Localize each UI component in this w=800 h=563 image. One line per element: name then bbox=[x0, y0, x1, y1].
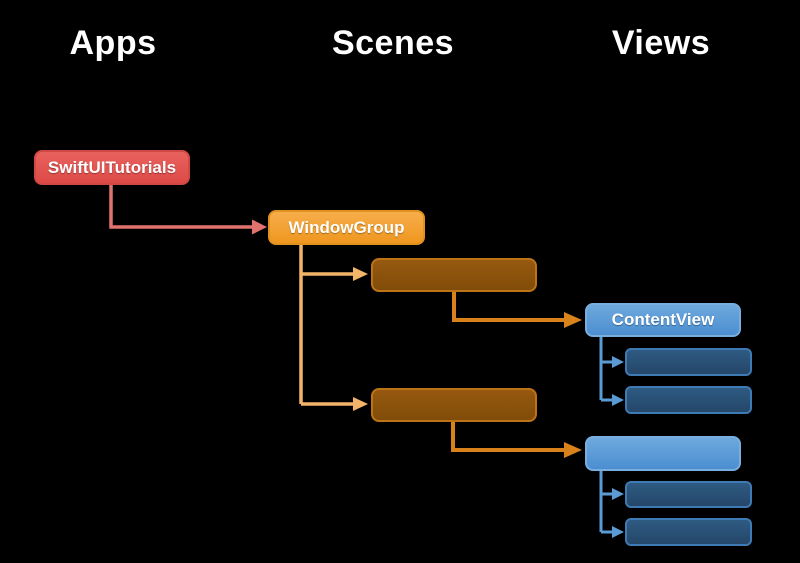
column-heading-views: Views bbox=[611, 24, 711, 62]
arrowhead-icon bbox=[612, 526, 624, 538]
connector-scene2-to-viewroot2 bbox=[451, 422, 582, 458]
node-view-child-1a bbox=[625, 348, 752, 376]
arrowhead-icon bbox=[612, 394, 624, 406]
connector-contentview-to-children bbox=[599, 337, 624, 406]
connector-scene1-to-contentview bbox=[452, 292, 582, 328]
arrowhead-icon bbox=[252, 219, 267, 235]
node-view-child-1b bbox=[625, 386, 752, 414]
connector-windowgroup-to-scene-items bbox=[299, 245, 368, 411]
node-windowgroup: WindowGroup bbox=[268, 210, 425, 245]
column-heading-scenes: Scenes bbox=[331, 24, 455, 62]
node-view-root-2 bbox=[585, 436, 741, 471]
arrowhead-icon bbox=[612, 356, 624, 368]
node-view-child-2a bbox=[625, 481, 752, 508]
node-scene-item-2 bbox=[371, 388, 537, 422]
node-scene-item-1 bbox=[371, 258, 537, 292]
node-contentview: ContentView bbox=[585, 303, 741, 337]
arrowhead-icon bbox=[564, 442, 582, 458]
arrowhead-icon bbox=[564, 312, 582, 328]
arrowhead-icon bbox=[612, 488, 624, 500]
column-heading-apps: Apps bbox=[69, 24, 157, 62]
connector-viewroot2-to-children bbox=[599, 471, 624, 538]
arrowhead-icon bbox=[353, 267, 368, 281]
node-view-child-2b bbox=[625, 518, 752, 546]
node-swiftuitutorials: SwiftUITutorials bbox=[34, 150, 190, 185]
connector-app-to-windowgroup bbox=[109, 185, 267, 235]
arrowhead-icon bbox=[353, 397, 368, 411]
